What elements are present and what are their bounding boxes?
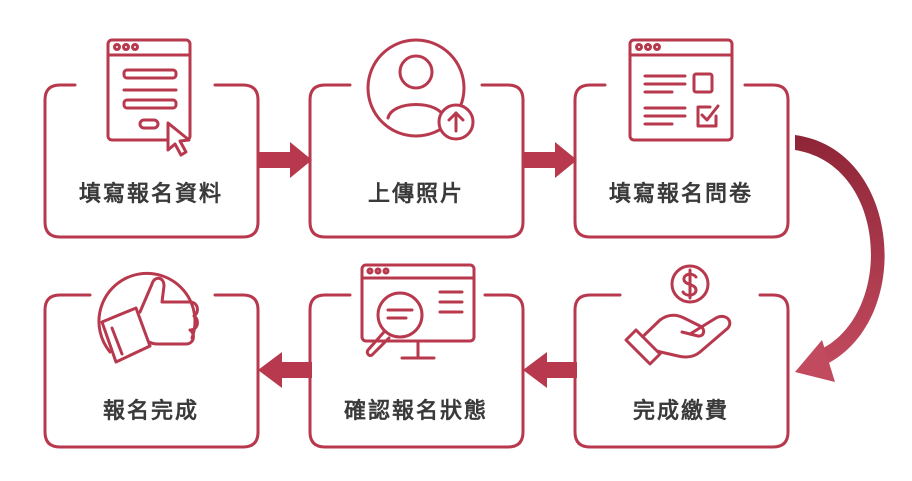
search-monitor-icon bbox=[360, 263, 476, 360]
questionnaire-icon bbox=[628, 38, 734, 142]
step-label-3: 填寫報名問卷 bbox=[608, 182, 753, 207]
step-card-5 bbox=[308, 293, 525, 449]
step-label-5: 確認報名狀態 bbox=[343, 399, 488, 424]
thumbs-up-icon bbox=[97, 271, 199, 364]
user-upload-icon bbox=[366, 38, 475, 141]
step-card-3 bbox=[573, 83, 790, 239]
arrow-4-to-5 bbox=[523, 352, 577, 388]
step-card-1 bbox=[43, 83, 260, 239]
form-cursor-icon bbox=[106, 38, 192, 157]
arrow-5-to-6 bbox=[258, 352, 312, 388]
arrow-2-to-3 bbox=[523, 142, 577, 178]
step-label-2: 上傳照片 bbox=[367, 182, 464, 207]
arrow-1-to-2 bbox=[258, 142, 312, 178]
step-card-2 bbox=[308, 83, 525, 239]
step-label-6: 報名完成 bbox=[102, 399, 199, 424]
step-card-6 bbox=[43, 293, 260, 449]
step-label-4: 完成繳費 bbox=[632, 399, 729, 424]
arrow-3-to-4-curved bbox=[795, 135, 885, 382]
step-card-4 bbox=[573, 293, 790, 449]
step-label-1: 填寫報名資料 bbox=[78, 182, 223, 207]
hand-dollar-icon bbox=[624, 264, 732, 366]
